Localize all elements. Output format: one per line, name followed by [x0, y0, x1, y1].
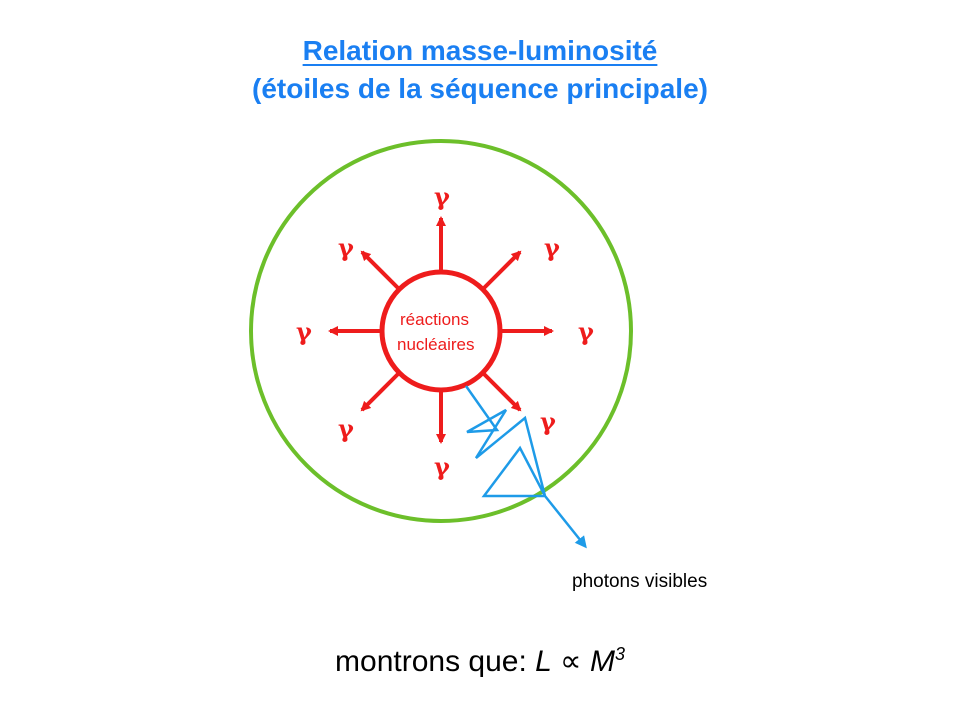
photon-random-walk — [464, 385, 587, 549]
core-circle — [379, 269, 503, 393]
gamma-label-sw: γ — [338, 414, 354, 443]
core-label-line-2: nucléaires — [397, 335, 475, 354]
gamma-labels: γ γ γ γ γ γ γ γ — [296, 182, 594, 481]
gamma-label-w: γ — [296, 317, 312, 346]
gamma-arrow-nw — [360, 250, 401, 291]
formula-mass: M — [589, 645, 615, 678]
gamma-label-s: γ — [434, 452, 450, 481]
gamma-label-se: γ — [540, 407, 556, 436]
gamma-label-e: γ — [578, 317, 594, 346]
gamma-arrows — [328, 216, 554, 444]
formula: montrons que: L ∝ M3 — [0, 644, 960, 679]
formula-prefix: montrons que: — [335, 645, 536, 678]
title-line-2: (étoiles de la séquence principale) — [252, 73, 708, 104]
gamma-arrow-sw — [360, 371, 401, 412]
photons-visibles-label: photons visibles — [572, 571, 708, 592]
title-line-1: Relation masse-luminosité — [302, 35, 658, 66]
slide-title: Relation masse-luminosité (étoiles de la… — [0, 32, 960, 108]
gamma-label-ne: γ — [544, 233, 560, 262]
formula-exponent: 3 — [614, 644, 625, 664]
gamma-label-nw: γ — [338, 233, 354, 262]
formula-luminosity: L — [535, 645, 552, 678]
star-outline — [249, 139, 633, 523]
gamma-arrow-ne — [481, 250, 522, 291]
gamma-arrow-se — [481, 371, 522, 412]
gamma-label-n: γ — [434, 182, 450, 211]
formula-proportional: ∝ — [560, 645, 582, 678]
core-label-line-1: réactions — [400, 310, 469, 329]
